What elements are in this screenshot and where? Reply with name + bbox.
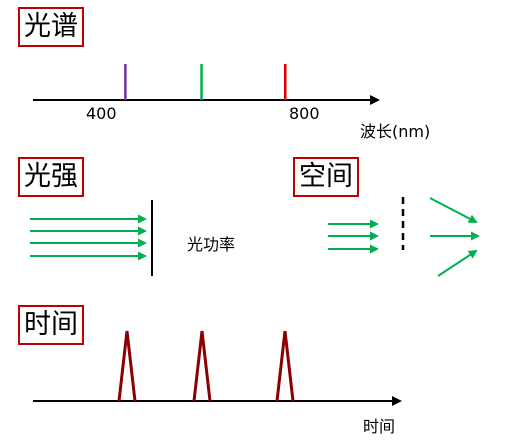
spectrum-lines [124,64,287,100]
pulse-1 [192,330,212,402]
section-title-intensity: 光强 [18,157,84,197]
spatial-incident-arrows [328,219,379,254]
wavelength-axis-label: 波长(nm) [360,122,431,141]
time-axis-label: 时间 [363,417,396,436]
tick-label-800: 800 [289,104,320,123]
pulses [117,330,295,402]
pulse-0 [117,330,137,402]
optical-power-label: 光功率 [187,235,236,254]
section-title-spectrum: 光谱 [18,7,84,47]
section-title-spatial: 空间 [293,157,359,197]
pulse-2 [275,330,295,402]
spatial-diverging-arrows [429,197,480,277]
section-title-time: 时间 [18,305,84,345]
intensity-arrows [30,214,147,261]
diverging-arrow-down [437,249,478,277]
tick-label-400: 400 [86,104,117,123]
diverging-arrow-up [429,197,478,223]
